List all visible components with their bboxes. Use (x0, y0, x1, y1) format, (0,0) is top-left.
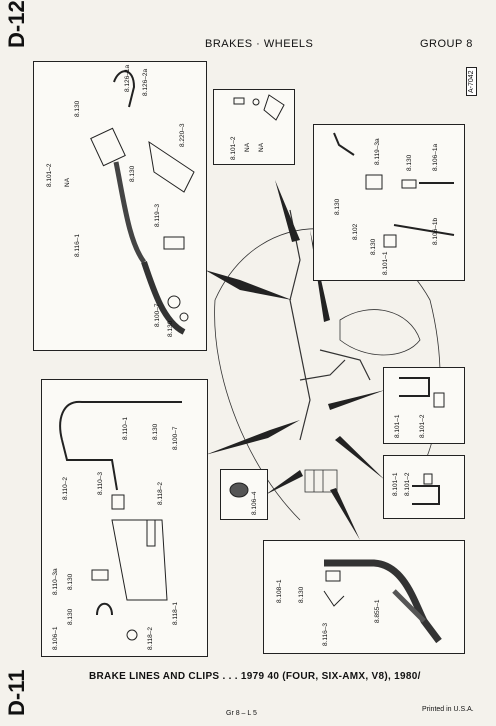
grommet-drawing (229, 482, 249, 498)
part-label: 8.130 (67, 573, 74, 590)
part-label: 8.101–2 (46, 163, 53, 188)
rear-junction-drawing (333, 132, 455, 248)
part-label: 8.126–1a (124, 64, 131, 92)
panel-clip-b: 8.101–1 8.101–2 (383, 455, 465, 519)
part-label: 8.126–2a (142, 68, 149, 96)
part-label: 8.130 (74, 100, 81, 117)
part-label: 8.110–1 (122, 416, 129, 440)
header-title: BRAKES · WHEELS (205, 38, 314, 50)
rear-hose-drawing (323, 559, 442, 644)
part-label: 8.130 (67, 608, 74, 625)
clip-b-drawing (412, 473, 440, 505)
part-label: 8.130 (406, 154, 413, 171)
part-label: 8.116–1 (74, 233, 81, 257)
part-label: 8.101–2 (419, 414, 426, 439)
part-label: 8.855–1 (374, 599, 381, 624)
part-label: 8.116–3 (322, 622, 329, 646)
part-label: 8.130 (298, 586, 305, 603)
part-label: 8.118–2 (157, 481, 164, 505)
part-label: 8.110–2 (62, 476, 69, 500)
part-label: 8.130 (152, 423, 159, 440)
part-label: 8.130 (334, 198, 341, 215)
panel-clip-a: 8.101–1 8.101–2 (383, 367, 465, 444)
part-label: 8.102 (352, 223, 359, 240)
panel-clip-detail: 8.101–2 NA NA (213, 89, 295, 165)
panel-master-cylinder-lines: 8.126–1a 8.126–2a 8.130 8.220–3 8.130 8.… (33, 61, 207, 351)
header-group: GROUP 8 (420, 38, 473, 50)
part-label: 8.108–1 (276, 579, 283, 604)
part-label: NA (258, 142, 265, 152)
part-label: 8.110–3a (52, 568, 59, 595)
part-label: 8.118–2 (147, 626, 154, 650)
part-label: 8.110–3 (97, 471, 104, 495)
part-label: 8.101–1 (382, 251, 389, 276)
part-label: 8.101–2 (404, 472, 411, 497)
part-label: 8.130 (167, 320, 174, 337)
panel-proportioning-valve: 8.110–1 8.130 8.100–7 8.110–2 8.110–3 8.… (41, 379, 208, 657)
clip-drawing (233, 94, 285, 121)
part-label: 8.101–2 (230, 136, 237, 161)
part-label: 8.106–1a (432, 143, 439, 171)
part-label: NA (244, 142, 251, 152)
part-label: 8.106–4 (251, 491, 258, 516)
part-label: 8.101–1 (394, 414, 401, 439)
footer-right: Printed in U.S.A. (422, 706, 474, 713)
part-label: 8.118–1 (172, 601, 179, 625)
part-label: 8.130 (129, 165, 136, 182)
panel-rear-junction: 8.119–3a 8.130 8.106–1a 8.130 8.102 8.10… (313, 124, 465, 281)
part-label: 8.119–3 (154, 203, 161, 227)
panel-rear-hose: 8.108–1 8.130 8.855–1 8.116–3 (263, 540, 465, 654)
master-cylinder-line-drawing (90, 70, 195, 335)
part-label: 8.100–7 (154, 303, 161, 328)
part-label: 8.100–7 (172, 426, 179, 451)
proportioning-valve-drawing (59, 400, 182, 641)
part-label: NA (64, 177, 71, 187)
clip-a-drawing (399, 377, 445, 408)
part-label: 8.119–3a (374, 138, 381, 165)
part-label: 8.130 (370, 238, 377, 255)
part-label: 8.101–1 (392, 472, 399, 497)
panel-grommet: 8.106–4 (220, 469, 268, 520)
figure-caption: BRAKE LINES AND CLIPS . . . 1979 40 (FOU… (89, 671, 421, 682)
part-label: 8.106–1b (432, 217, 439, 245)
footer-left: Gr 8 – L 5 (226, 710, 257, 717)
part-label: 8.220–3 (179, 123, 186, 148)
part-label: 8.106–1 (52, 626, 59, 651)
